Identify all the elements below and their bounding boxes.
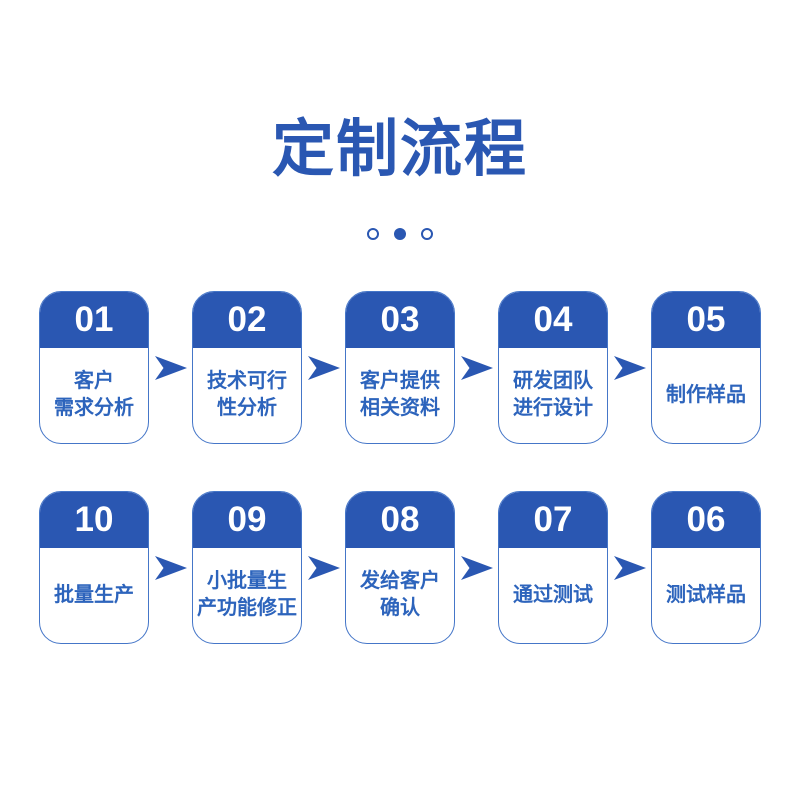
step-label: 发给客户 确认	[360, 570, 440, 619]
page-title: 定制流程	[271, 115, 528, 184]
process-row-1: 01 客户 需求分析 02 技术可行 性分析 03 客户提供 相关资料 04 研…	[0, 291, 800, 444]
step-label: 小批量生 产功能修正	[197, 570, 297, 619]
step-number: 03	[346, 292, 454, 348]
step-card-02: 02 技术可行 性分析	[192, 291, 302, 444]
arrow-right-icon	[149, 555, 192, 581]
arrow-right-icon	[455, 555, 498, 581]
step-number: 09	[193, 492, 301, 548]
arrow-right-icon	[302, 555, 345, 581]
step-label: 客户提供 相关资料	[360, 370, 440, 419]
process-row-2: 10 批量生产 09 小批量生 产功能修正 08 发给客户 确认 07 通过测试	[0, 491, 800, 644]
carousel-dot-1[interactable]	[367, 228, 379, 240]
step-label: 制作样品	[666, 383, 746, 406]
step-label: 客户 需求分析	[54, 370, 134, 419]
step-card-06: 06 测试样品	[651, 491, 761, 644]
step-number: 01	[40, 292, 148, 348]
step-number: 06	[652, 492, 760, 548]
step-card-08: 08 发给客户 确认	[345, 491, 455, 644]
step-label: 技术可行 性分析	[207, 370, 287, 419]
arrow-right-icon	[149, 355, 192, 381]
arrow-right-icon	[608, 355, 651, 381]
step-number: 07	[499, 492, 607, 548]
arrow-right-icon	[455, 355, 498, 381]
step-number: 05	[652, 292, 760, 348]
step-label: 研发团队 进行设计	[513, 370, 593, 419]
step-number: 04	[499, 292, 607, 348]
step-card-09: 09 小批量生 产功能修正	[192, 491, 302, 644]
arrow-right-icon	[302, 355, 345, 381]
step-number: 02	[193, 292, 301, 348]
arrow-right-icon	[608, 555, 651, 581]
step-card-05: 05 制作样品	[651, 291, 761, 444]
carousel-dot-2-active[interactable]	[394, 228, 406, 240]
step-card-03: 03 客户提供 相关资料	[345, 291, 455, 444]
carousel-dot-3[interactable]	[421, 228, 433, 240]
step-card-07: 07 通过测试	[498, 491, 608, 644]
step-number: 08	[346, 492, 454, 548]
step-label: 批量生产	[54, 583, 134, 606]
step-card-01: 01 客户 需求分析	[39, 291, 149, 444]
step-card-04: 04 研发团队 进行设计	[498, 291, 608, 444]
step-label: 测试样品	[666, 583, 746, 606]
step-number: 10	[40, 492, 148, 548]
carousel-dots	[0, 228, 800, 240]
step-card-10: 10 批量生产	[39, 491, 149, 644]
step-label: 通过测试	[513, 583, 593, 606]
